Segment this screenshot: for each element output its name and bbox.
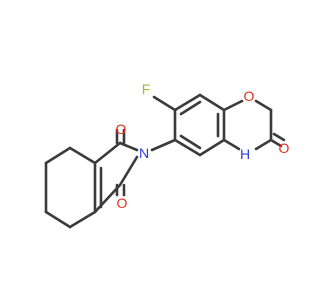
bond-ring6-f (44, 146, 72, 165)
fluorine-atom-label: F (142, 81, 151, 97)
bond-benz-c (198, 93, 226, 112)
lactam-oxygen-atom-label: O (279, 140, 290, 156)
bond-benz-f (173, 138, 202, 157)
bond-ox-b (254, 99, 273, 112)
bond-c-f (152, 95, 177, 112)
imide-oxygen-bottom-atom-label: O (117, 195, 128, 211)
bond-benz-double-3 (179, 134, 202, 150)
bond-imide-a (93, 141, 122, 165)
bond-benz-e (198, 138, 226, 157)
bond-ox-a (222, 99, 244, 112)
bonds (44, 93, 286, 229)
molecule-structure-diagram: F O O N H O O (44, 81, 290, 229)
bond-benz-double-1 (179, 100, 202, 116)
bond-ring6-c (68, 210, 97, 229)
bond-ox-e (222, 138, 241, 151)
bond-lactam-co-1 (269, 138, 283, 148)
bond-ring6-b (44, 210, 72, 229)
imide-oxygen-top-atom-label: O (116, 121, 127, 137)
bond-imide-d (118, 155, 139, 187)
bond-ring6-e (68, 146, 97, 165)
lactam-nitrogen-atom-label: H (240, 146, 250, 162)
bond-lactam-co-2 (272, 132, 286, 142)
ring-oxygen-atom-label: O (244, 88, 255, 104)
bond-ox-d (254, 138, 273, 151)
bond-benz-b (173, 93, 202, 112)
atom-labels: F O O N H O O (116, 81, 290, 211)
bond-imide-c (118, 141, 139, 152)
bond-n-aryl (150, 138, 177, 152)
imide-nitrogen-atom-label: N (139, 145, 149, 161)
